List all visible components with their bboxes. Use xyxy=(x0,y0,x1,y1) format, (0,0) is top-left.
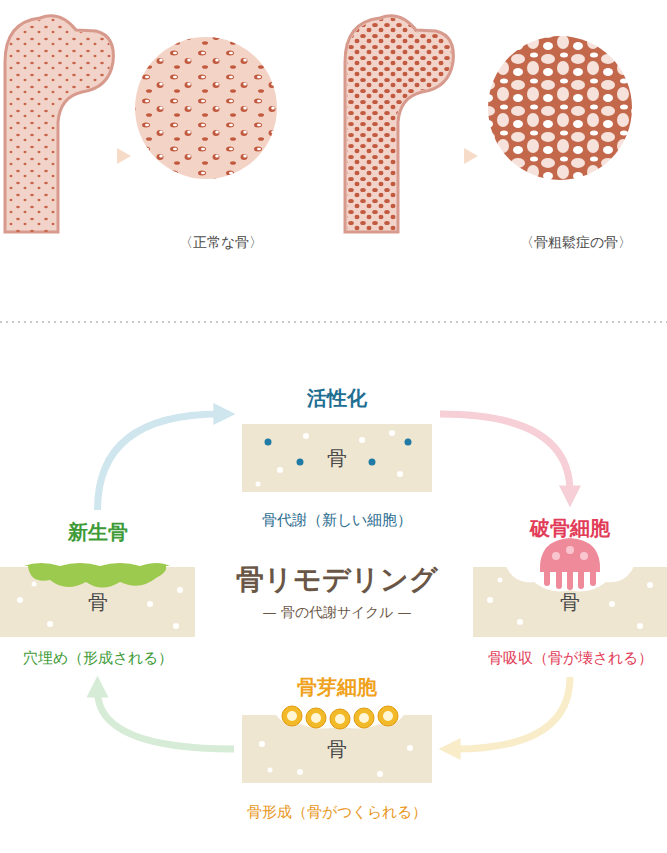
cycle-arrow xyxy=(440,414,570,492)
bone-band: 骨 xyxy=(242,424,432,492)
bone-label: 骨 xyxy=(321,737,353,761)
bone-label: 骨 xyxy=(554,590,586,614)
bone-label: 骨 xyxy=(82,590,114,614)
cycle-arrow xyxy=(454,677,570,749)
stage-heading: 活性化 xyxy=(307,384,367,412)
stage-caption: 骨代謝（新しい細胞） xyxy=(262,509,412,531)
text-label: 〈正常な骨〉 xyxy=(179,232,263,252)
stage-box: 破骨細胞骨骨吸収（骨が壊される） xyxy=(473,514,667,669)
stage-caption: 骨形成（骨がつくられる） xyxy=(247,801,427,823)
stage-heading: 新生骨 xyxy=(68,518,128,546)
stage-heading: 破骨細胞 xyxy=(530,514,610,542)
diagram-title: 骨リモデリング xyxy=(236,562,438,598)
stage-heading: 骨芽細胞 xyxy=(297,673,377,701)
bone-label: 骨 xyxy=(321,446,353,470)
text-label: — 骨の代謝サイクル — xyxy=(263,602,412,622)
cycle-arrow xyxy=(98,691,235,749)
stage-box: 活性化骨骨代謝（新しい細胞） xyxy=(242,384,432,531)
stage-caption: 骨吸収（骨が壊される） xyxy=(488,647,653,669)
stage-box: 骨芽細胞骨骨形成（骨がつくられる） xyxy=(242,673,432,823)
stage-caption: 穴埋め（形成される） xyxy=(23,647,173,669)
stage-box: 新生骨骨穴埋め（形成される） xyxy=(0,518,195,669)
text-label: 〈骨粗鬆症の骨〉 xyxy=(520,232,632,252)
cycle-arrow xyxy=(98,414,221,510)
